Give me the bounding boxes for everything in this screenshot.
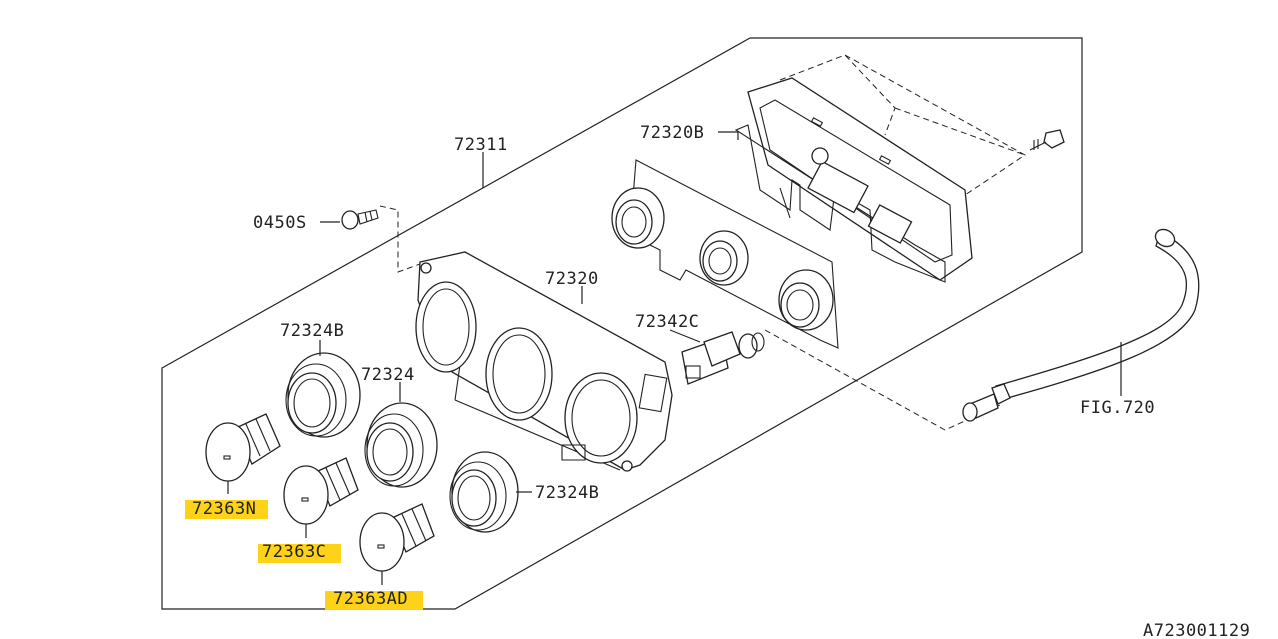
rear-knob-1 — [611, 187, 665, 249]
knob-72363ad-part — [359, 503, 435, 572]
screw-0450s-part — [341, 209, 379, 230]
control-subpanel-part — [611, 159, 839, 349]
rear-knob-2 — [699, 230, 749, 286]
label-72363c: 72363C — [262, 542, 326, 562]
screw-guide-dashed — [379, 205, 421, 273]
label-72324b-top: 72324B — [280, 321, 344, 341]
label-72324b-low: 72324B — [535, 483, 599, 503]
hose-part — [962, 228, 1200, 422]
front-panel-72320-part — [415, 251, 673, 472]
label-72342c: 72342C — [635, 312, 699, 332]
knob-ring-72324-mid-part — [364, 402, 438, 488]
highlight-72363ad — [325, 591, 423, 610]
rear-knob-3 — [778, 269, 834, 331]
label-0450s: 0450S — [253, 213, 307, 233]
screw-upper-right — [1029, 129, 1065, 151]
assembly-frame-outline — [161, 37, 1083, 610]
highlight-72363n — [185, 500, 268, 519]
label-fig720: FIG.720 — [1080, 398, 1155, 418]
panel-guide-dashed — [764, 329, 1001, 431]
knob-ring-72324b-low-part — [449, 451, 519, 533]
switch-72342c-part — [681, 331, 765, 385]
label-72320: 72320 — [545, 269, 599, 289]
label-72324: 72324 — [361, 365, 415, 385]
bracket-leader-dashed — [779, 54, 896, 136]
bracket-72320b-part — [734, 77, 973, 283]
label-72311: 72311 — [454, 135, 508, 155]
knob-72363n-part — [205, 413, 281, 482]
label-72320b: 72320B — [640, 123, 704, 143]
label-72363n: 72363N — [192, 499, 256, 519]
highlight-72363c — [258, 544, 341, 563]
knob-ring-72324b-top-part — [285, 352, 361, 438]
label-72363ad: 72363AD — [333, 589, 408, 609]
knob-72363c-part — [283, 457, 359, 525]
bracket-leader-dashed-2 — [844, 54, 1026, 196]
leader-lines — [227, 131, 1122, 585]
diagram-id-label: A723001129 — [1143, 621, 1250, 639]
